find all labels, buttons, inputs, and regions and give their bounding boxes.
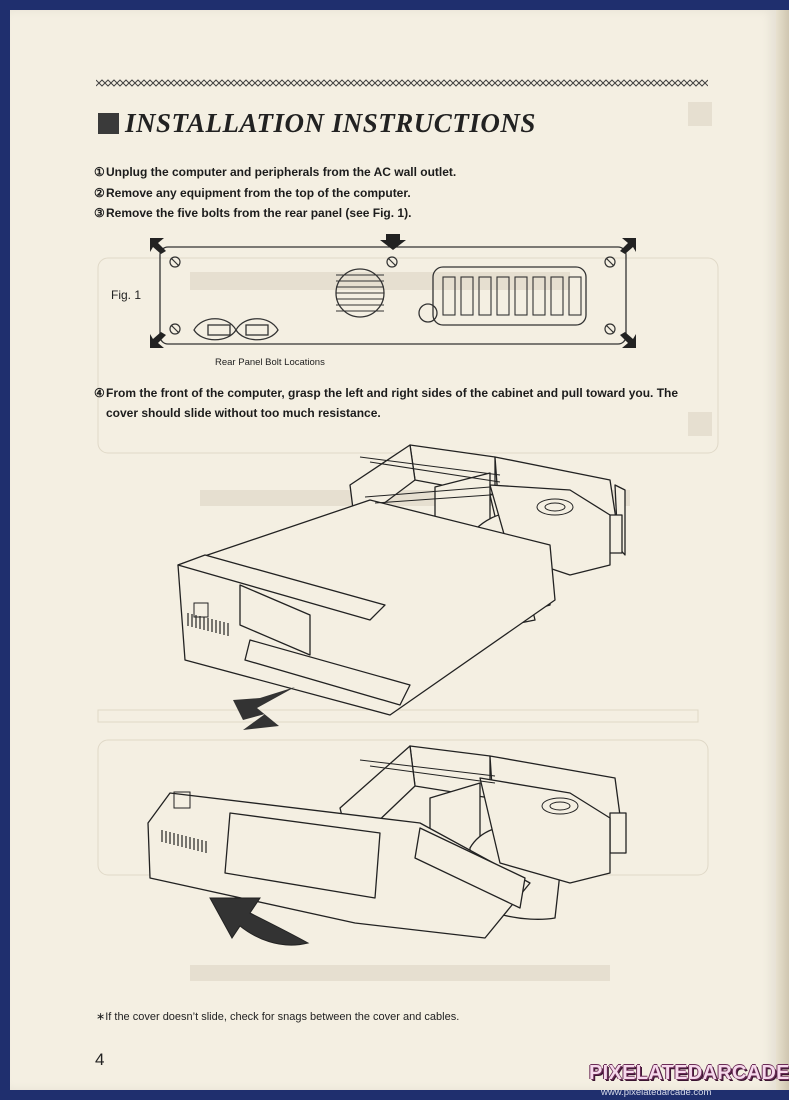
step-2: ②Remove any equipment from the top of th… [94, 186, 411, 200]
step-4-text: From the front of the computer, grasp th… [106, 386, 679, 400]
pointer-arrow-icons [150, 234, 636, 348]
step-4-continuation: cover should slide without too much resi… [106, 406, 381, 420]
step-2-text: Remove any equipment from the top of the… [106, 186, 411, 200]
title-text: INSTALLATION INSTRUCTIONS [125, 107, 536, 138]
step-3: ③Remove the five bolts from the rear pan… [94, 206, 412, 220]
figure-caption: Rear Panel Bolt Locations [215, 357, 325, 368]
step-4: ④From the front of the computer, grasp t… [94, 386, 679, 400]
title-square-bullet [98, 112, 119, 134]
step-1-text: Unplug the computer and peripherals from… [106, 165, 457, 179]
watermark: PIXELATEDARCADE www.pixelatedarcade.com [589, 1062, 789, 1098]
footnote: ∗If the cover doesn’t slide, check for s… [96, 1011, 460, 1023]
pull-arrow-icon [233, 687, 295, 730]
step-1: ①Unplug the computer and peripherals fro… [94, 165, 457, 179]
rear-panel-figure [150, 234, 636, 348]
page-fold-edge [776, 10, 789, 1090]
section-title: INSTALLATION INSTRUCTIONS [98, 106, 536, 140]
cover-lifting-illustration [147, 745, 627, 946]
watermark-url: www.pixelatedarcade.com [601, 1087, 712, 1098]
figure-label: Fig. 1 [111, 288, 142, 302]
lift-curved-arrow-icon [209, 897, 310, 946]
page-number: 4 [95, 1050, 105, 1069]
manual-page: INSTALLATION INSTRUCTIONS ①Unplug the co… [10, 10, 776, 1090]
decorative-zigzag-rule [96, 79, 708, 87]
watermark-brand: PIXELATEDARCADE [589, 1062, 789, 1084]
cover-sliding-illustration [177, 444, 626, 730]
step-3-text: Remove the five bolts from the rear pane… [106, 206, 412, 220]
bolt-icons [169, 256, 616, 335]
